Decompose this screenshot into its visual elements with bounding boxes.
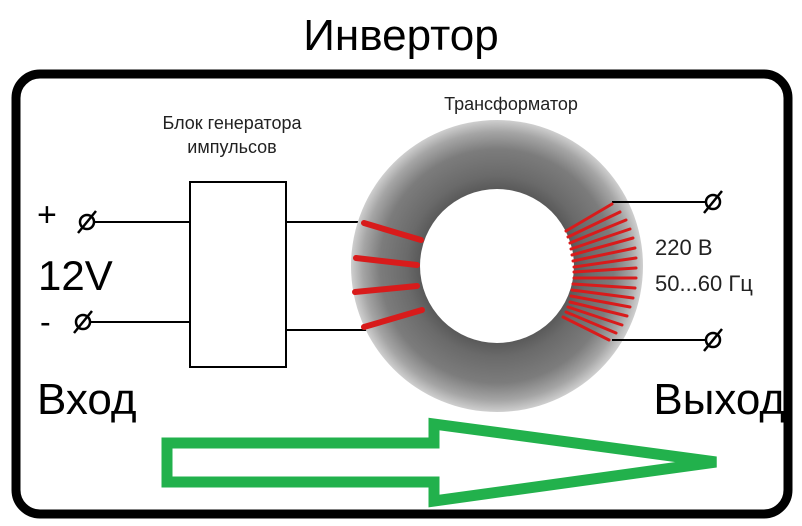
terminal-circle-slash-icon (73, 310, 93, 334)
secondary-coil (572, 266, 638, 274)
secondary-coil (571, 246, 637, 263)
secondary-coil (568, 300, 629, 318)
primary-coil (361, 220, 424, 243)
secondary-coil (572, 256, 638, 269)
terminal-circle-slash-icon (77, 210, 97, 234)
primary-coil (353, 255, 420, 268)
output-frequency: 50...60 Гц (655, 271, 753, 296)
secondary-coil (570, 288, 635, 300)
secondary-coil (569, 294, 632, 309)
primary-winding (352, 220, 425, 330)
secondary-coil (566, 210, 622, 239)
primary-coil (352, 283, 420, 295)
secondary-coil (569, 227, 632, 251)
secondary-coil (564, 310, 618, 335)
terminal-circle-slash-icon (703, 328, 723, 352)
output-label: Выход (653, 375, 785, 424)
transformer-label: Трансформатор (444, 94, 578, 114)
transformer-core-hole (420, 189, 574, 343)
diagram-title: Инвертор (303, 11, 498, 60)
secondary-coil (561, 315, 611, 342)
secondary-winding (561, 202, 638, 342)
output-voltage: 220 В (655, 235, 713, 260)
toroidal-transformer (351, 120, 643, 412)
pulse-generator-label-line1: Блок генератора (162, 113, 302, 133)
pulse-generator-block (189, 181, 287, 368)
secondary-coil (566, 305, 624, 327)
terminal-circle-slash-icon (703, 190, 723, 214)
secondary-coil (570, 236, 635, 257)
input-plus-sign: + (37, 196, 57, 234)
flow-arrow-icon (161, 417, 717, 508)
input-voltage: 12V (38, 252, 113, 299)
pulse-generator-label-line2: импульсов (187, 137, 276, 157)
input-label: Вход (37, 375, 137, 424)
secondary-coil (564, 202, 614, 233)
primary-coil (361, 307, 425, 330)
input-minus-sign: - (40, 304, 51, 340)
secondary-coil (568, 218, 628, 245)
secondary-coil (571, 282, 637, 290)
